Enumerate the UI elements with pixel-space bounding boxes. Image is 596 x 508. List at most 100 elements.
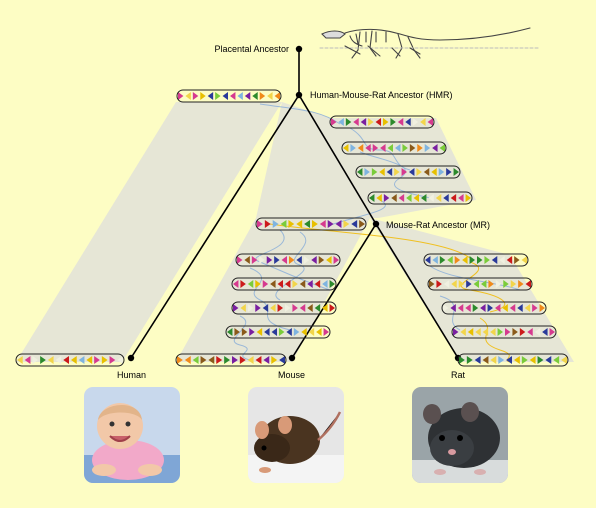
synteny-block bbox=[465, 194, 471, 202]
link-curve bbox=[233, 315, 251, 361]
synteny-block bbox=[423, 168, 430, 176]
synteny-block bbox=[271, 328, 277, 336]
synteny-block bbox=[271, 356, 278, 364]
synteny-block bbox=[237, 256, 243, 264]
synteny-block bbox=[487, 304, 493, 312]
synteny-block bbox=[270, 304, 276, 312]
synteny-block bbox=[277, 280, 283, 288]
chromosome-outline bbox=[329, 115, 435, 129]
synteny-block bbox=[371, 168, 378, 176]
synteny-block bbox=[402, 144, 408, 152]
chromosome-bar bbox=[176, 89, 282, 103]
chromosome-outline bbox=[176, 89, 282, 103]
synteny-block bbox=[200, 92, 206, 100]
chromosome-outline bbox=[355, 165, 461, 179]
chromosome-bar bbox=[451, 325, 557, 339]
synteny-block bbox=[277, 304, 283, 312]
synteny-block bbox=[383, 194, 390, 202]
synteny-block bbox=[482, 356, 489, 364]
synteny-block bbox=[519, 328, 526, 336]
synteny-block bbox=[32, 356, 39, 364]
branch-hmr-human bbox=[130, 94, 300, 359]
synteny-block bbox=[412, 118, 419, 126]
synteny-block bbox=[200, 356, 207, 364]
synteny-block bbox=[272, 220, 279, 228]
synteny-block bbox=[71, 356, 77, 364]
synteny-block bbox=[222, 92, 228, 100]
chromosome-bar bbox=[341, 141, 447, 155]
synteny-block bbox=[326, 256, 332, 264]
synteny-block bbox=[350, 144, 356, 152]
synteny-block bbox=[432, 256, 438, 264]
synteny-block bbox=[467, 328, 474, 336]
synteny-block bbox=[542, 328, 548, 336]
synteny-block bbox=[244, 256, 250, 264]
synteny-block bbox=[192, 92, 199, 100]
synteny-block bbox=[240, 304, 246, 312]
synteny-block bbox=[497, 328, 503, 336]
synteny-block bbox=[453, 168, 459, 176]
chromosome-bar bbox=[235, 253, 341, 267]
synteny-block bbox=[477, 256, 483, 264]
synteny-block bbox=[375, 118, 381, 126]
synteny-block bbox=[280, 220, 287, 228]
synteny-block bbox=[397, 118, 404, 126]
synteny-block bbox=[101, 356, 108, 364]
synteny-block bbox=[247, 280, 254, 288]
synteny-block bbox=[429, 280, 435, 288]
synteny-block bbox=[314, 304, 321, 312]
synteny-block bbox=[505, 328, 511, 336]
chromosome-outline bbox=[451, 325, 557, 339]
chromosome-bar bbox=[427, 277, 533, 291]
synteny-block bbox=[491, 256, 498, 264]
synteny-block bbox=[192, 356, 199, 364]
synteny-block bbox=[383, 118, 389, 126]
synteny-block bbox=[438, 168, 445, 176]
tree-branches bbox=[130, 49, 459, 359]
node-human bbox=[127, 354, 135, 362]
synteny-block bbox=[446, 168, 452, 176]
synteny-block bbox=[296, 220, 303, 228]
synteny-block bbox=[443, 304, 449, 312]
chromosome-bar bbox=[231, 301, 337, 315]
chromosome-outline bbox=[231, 301, 337, 315]
synteny-block bbox=[462, 256, 468, 264]
synteny-block bbox=[376, 194, 382, 202]
chromosome-bar bbox=[255, 217, 367, 231]
synteny-block bbox=[247, 356, 254, 364]
synteny-block bbox=[215, 92, 221, 100]
synteny-block bbox=[338, 118, 344, 126]
synteny-block bbox=[401, 168, 407, 176]
synteny-block bbox=[482, 328, 489, 336]
synteny-block bbox=[208, 356, 215, 364]
placental-ancestor-skeleton-icon bbox=[319, 27, 541, 59]
synteny-block bbox=[525, 280, 531, 288]
synteny-block bbox=[264, 328, 270, 336]
synteny-block bbox=[529, 356, 536, 364]
synteny-block bbox=[274, 256, 280, 264]
synteny-block bbox=[357, 144, 364, 152]
synteny-block bbox=[331, 118, 337, 126]
link-curve bbox=[429, 265, 521, 291]
synteny-block bbox=[270, 280, 276, 288]
synteny-block bbox=[524, 304, 531, 312]
synteny-block bbox=[499, 256, 505, 264]
chromosome-bar bbox=[329, 115, 435, 129]
synteny-block bbox=[281, 256, 287, 264]
synteny-block bbox=[443, 280, 450, 288]
synteny-block bbox=[472, 304, 479, 312]
synteny-block bbox=[299, 304, 306, 312]
synteny-block bbox=[443, 194, 449, 202]
synteny-block bbox=[293, 328, 300, 336]
synteny-block bbox=[304, 220, 310, 228]
synteny-block bbox=[224, 356, 230, 364]
synteny-block bbox=[351, 220, 358, 228]
synteny-block bbox=[262, 304, 269, 312]
synteny-block bbox=[311, 256, 317, 264]
synteny-block bbox=[545, 356, 552, 364]
synteny-block bbox=[534, 328, 541, 336]
synteny-block bbox=[398, 194, 405, 202]
chromosome-bar bbox=[355, 165, 461, 179]
